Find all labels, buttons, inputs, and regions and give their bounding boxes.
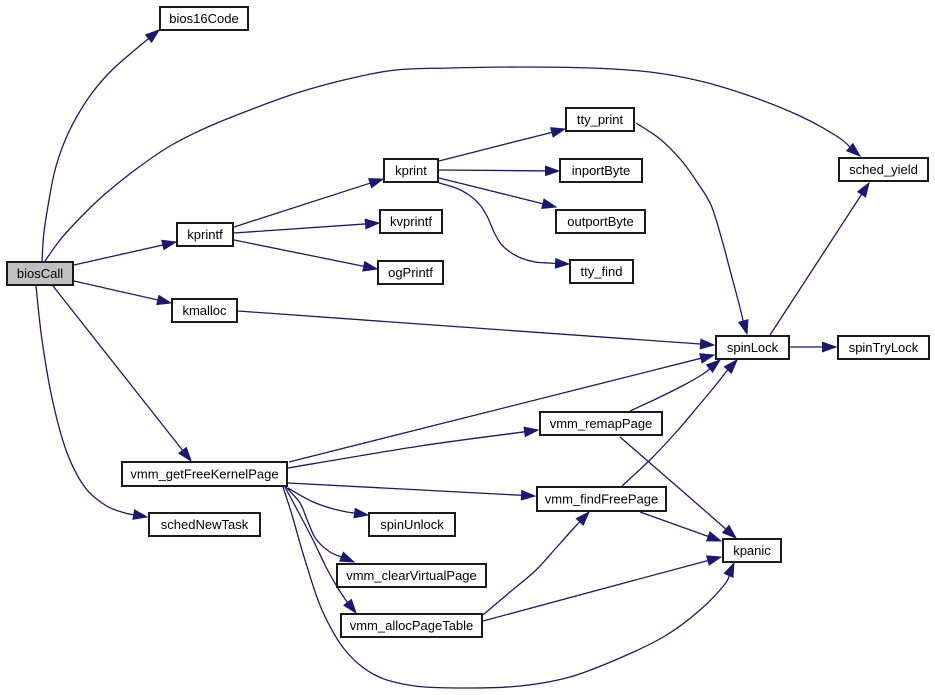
svg-text:sched_yield: sched_yield	[849, 162, 918, 177]
svg-text:vmm_findFreePage: vmm_findFreePage	[545, 492, 658, 507]
svg-text:vmm_getFreeKernelPage: vmm_getFreeKernelPage	[130, 467, 278, 482]
svg-text:inportByte: inportByte	[572, 163, 631, 178]
svg-text:spinUnlock: spinUnlock	[380, 517, 444, 532]
svg-text:spinTryLock: spinTryLock	[849, 340, 919, 355]
svg-text:kprint: kprint	[395, 163, 427, 178]
svg-text:tty_print: tty_print	[577, 112, 624, 127]
svg-text:kvprintf: kvprintf	[390, 214, 432, 229]
svg-text:kprintf: kprintf	[187, 227, 223, 242]
svg-text:spinLock: spinLock	[727, 340, 779, 355]
svg-text:kmalloc: kmalloc	[182, 303, 227, 318]
svg-text:ogPrintf: ogPrintf	[388, 265, 433, 280]
svg-text:vmm_remapPage: vmm_remapPage	[550, 416, 653, 431]
svg-text:kpanic: kpanic	[733, 543, 771, 558]
svg-text:biosCall: biosCall	[17, 266, 63, 281]
svg-text:outportByte: outportByte	[567, 214, 634, 229]
svg-text:bios16Code: bios16Code	[169, 11, 238, 26]
svg-text:schedNewTask: schedNewTask	[161, 517, 249, 532]
svg-text:vmm_allocPageTable: vmm_allocPageTable	[350, 618, 474, 633]
svg-text:tty_find: tty_find	[581, 264, 623, 279]
svg-text:vmm_clearVirtualPage: vmm_clearVirtualPage	[346, 568, 477, 583]
